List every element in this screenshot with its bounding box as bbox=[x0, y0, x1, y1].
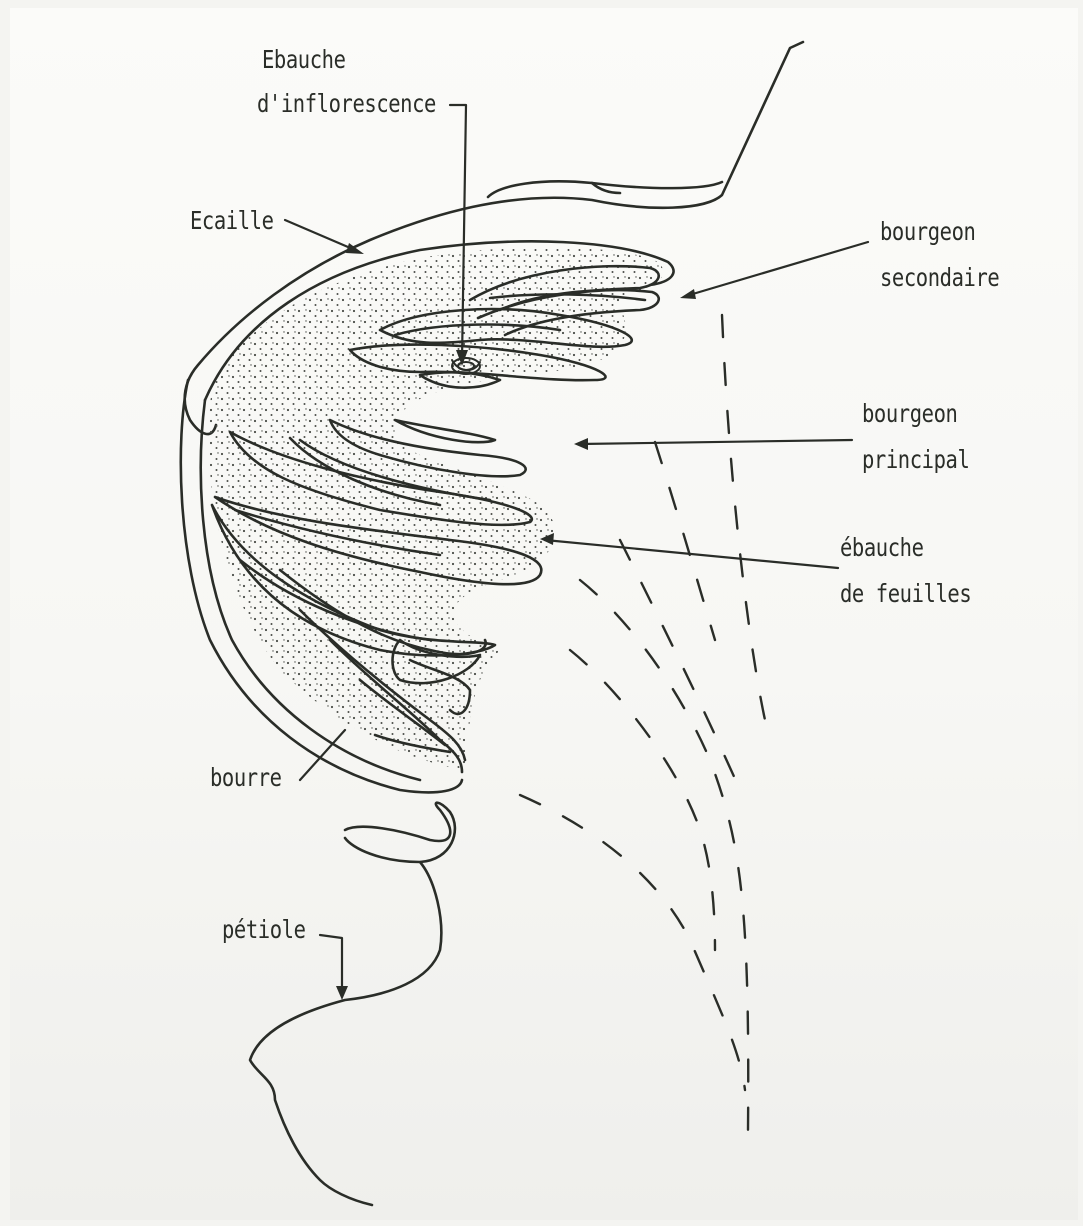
label-bourgeon-secondaire-line2: secondaire bbox=[880, 262, 999, 293]
label-ecaille: Ecaille bbox=[190, 205, 274, 236]
label-ebauche-feuilles-line2: de feuilles bbox=[840, 578, 971, 609]
label-bourgeon-principal-line2: principal bbox=[862, 444, 969, 475]
section-dashed-lines bbox=[520, 315, 765, 1130]
label-ebauche-feuilles-line1: ébauche bbox=[840, 532, 924, 563]
label-bourgeon-secondaire-line1: bourgeon bbox=[880, 216, 975, 247]
petiole-outline bbox=[250, 803, 455, 1205]
label-ebauche-inflorescence-line2: d'inflorescence bbox=[257, 88, 436, 119]
label-ebauche-inflorescence-line1: Ebauche bbox=[262, 44, 346, 75]
label-bourre: bourre bbox=[210, 762, 282, 793]
label-petiole: pétiole bbox=[222, 914, 306, 945]
label-bourgeon-principal-line1: bourgeon bbox=[862, 398, 957, 429]
stippled-tissue bbox=[209, 247, 663, 770]
